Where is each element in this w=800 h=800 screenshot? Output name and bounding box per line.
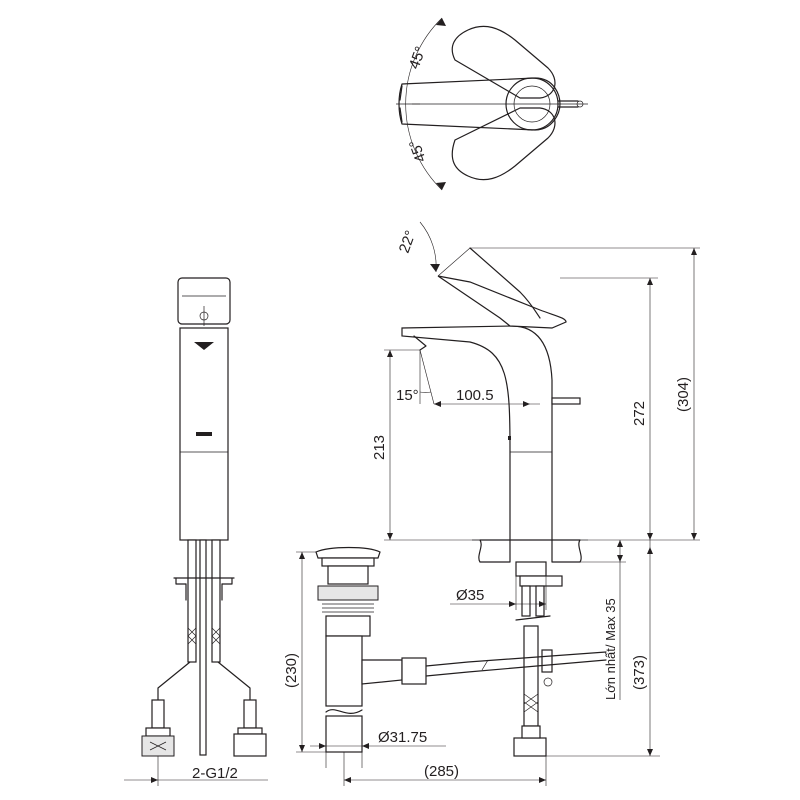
deck-thick-label: Lớn nhất/ Max 35 <box>603 598 618 700</box>
side-nut <box>519 575 563 587</box>
side-body <box>401 325 553 541</box>
side-popup-rod <box>551 397 581 405</box>
spout-tip <box>413 335 427 351</box>
side-pipe-break <box>515 615 551 621</box>
front-pipe-right <box>211 539 221 663</box>
spout-angle-arc <box>419 391 432 393</box>
h272-arrow-bottom <box>647 533 653 540</box>
handle-rotated-up <box>451 25 556 99</box>
spout-angle-ref-s <box>419 349 435 405</box>
d35-arrow-left <box>509 601 516 607</box>
d3175-arrow-left <box>319 743 326 749</box>
d3175-label: Ø31.75 <box>378 729 427 746</box>
top-view: 45° 45° <box>396 17 588 191</box>
drain-h-arrow-bottom <box>299 745 305 752</box>
deck-left <box>478 539 511 563</box>
h272-arrow-top <box>647 278 653 285</box>
spout-height-arrow-bottom <box>387 533 393 540</box>
spout-angle-label: 15° <box>396 387 419 404</box>
d35-label: Ø35 <box>456 587 484 604</box>
tilt-ref <box>437 247 471 277</box>
h272-label: 272 <box>631 401 648 426</box>
handle-center <box>398 77 561 131</box>
deck-thick-arrow-top <box>617 540 623 547</box>
side-lever <box>437 275 567 329</box>
dimensions: 22° 15° 100.5 213 272 (304) <box>283 221 700 786</box>
h373-arrow-top <box>647 547 653 554</box>
toto-logo <box>196 432 212 436</box>
drain-flange <box>321 557 375 567</box>
front-fitting-left <box>141 699 175 757</box>
angle-arc <box>405 17 443 191</box>
spout-height-arrow-top <box>387 350 393 357</box>
thread-label: 2-G1/2 <box>192 765 238 782</box>
h373-arrow-bottom <box>647 749 653 756</box>
side-fitting-neck <box>521 725 541 739</box>
drain-tail-upper <box>325 615 371 637</box>
h304-arrow-bottom <box>691 533 697 540</box>
handle-rotated-down <box>451 107 556 181</box>
front-hose-right <box>217 661 251 701</box>
front-hose-left <box>157 661 191 701</box>
drain-assembly <box>315 546 607 753</box>
h304-arrow-top <box>691 248 697 255</box>
tilt-label: 22° <box>396 228 420 255</box>
d3175-arrow-right <box>362 743 369 749</box>
front-bracket <box>173 577 235 585</box>
drain-branch <box>361 659 403 685</box>
thread-dim-arrow <box>151 777 158 783</box>
front-center-rod <box>199 539 207 756</box>
side-pipe-a <box>521 585 531 617</box>
d35-arrow-right <box>539 601 546 607</box>
drain-h-label: (230) <box>283 653 300 688</box>
h373-label: (373) <box>631 655 648 690</box>
side-fitting <box>513 737 547 757</box>
side-braid-marks <box>523 693 539 713</box>
front-braid-marks <box>187 627 221 645</box>
spout-height-label: 213 <box>371 435 388 460</box>
side-mark <box>508 436 511 440</box>
angle-label-upper: 45° <box>406 44 430 71</box>
drain-thread <box>322 603 374 613</box>
linkage-screw <box>543 677 553 687</box>
arc-arrow-top <box>436 18 446 26</box>
front-view: 2-G1/2 <box>124 277 268 786</box>
pivot-rod-break <box>481 659 489 671</box>
drain-break <box>325 709 363 715</box>
side-view <box>401 247 588 757</box>
linkage-clip <box>541 649 553 673</box>
angle-label-lower: 45° <box>406 137 430 164</box>
front-fitting-right <box>233 699 267 757</box>
side-lever-ghost <box>469 247 541 319</box>
deck-right <box>551 539 582 563</box>
h304-label: (304) <box>675 377 692 412</box>
pivot-rod-top <box>425 651 607 667</box>
drain-nut <box>317 585 379 601</box>
side-pipe-b <box>535 585 545 617</box>
deck-thick-arrow-bottom <box>617 555 623 562</box>
pivot-rod-bottom <box>425 659 607 677</box>
tilt-arrow <box>430 264 440 272</box>
rod-len-arrow-right <box>539 777 546 783</box>
arc-arrow-bottom <box>436 182 446 190</box>
side-pipe-c <box>523 625 539 727</box>
drain-tail <box>325 635 363 707</box>
rod-len-label: (285) <box>424 763 459 780</box>
reach-arrow-left <box>434 401 441 407</box>
rod-len-arrow-left <box>344 777 351 783</box>
reach-label: 100.5 <box>456 387 494 404</box>
drain-tail-lower <box>325 715 363 753</box>
drain-cap <box>315 546 381 559</box>
spout-plan <box>399 85 403 123</box>
reach-arrow-right <box>523 401 530 407</box>
side-shank <box>515 561 547 577</box>
front-aerator <box>194 342 214 350</box>
drain-body-top <box>327 565 369 585</box>
drain-h-arrow-top <box>299 552 305 559</box>
popup-rod-tip <box>576 100 584 108</box>
drain-branch-nut <box>401 657 427 685</box>
front-pipe-left <box>187 539 197 663</box>
